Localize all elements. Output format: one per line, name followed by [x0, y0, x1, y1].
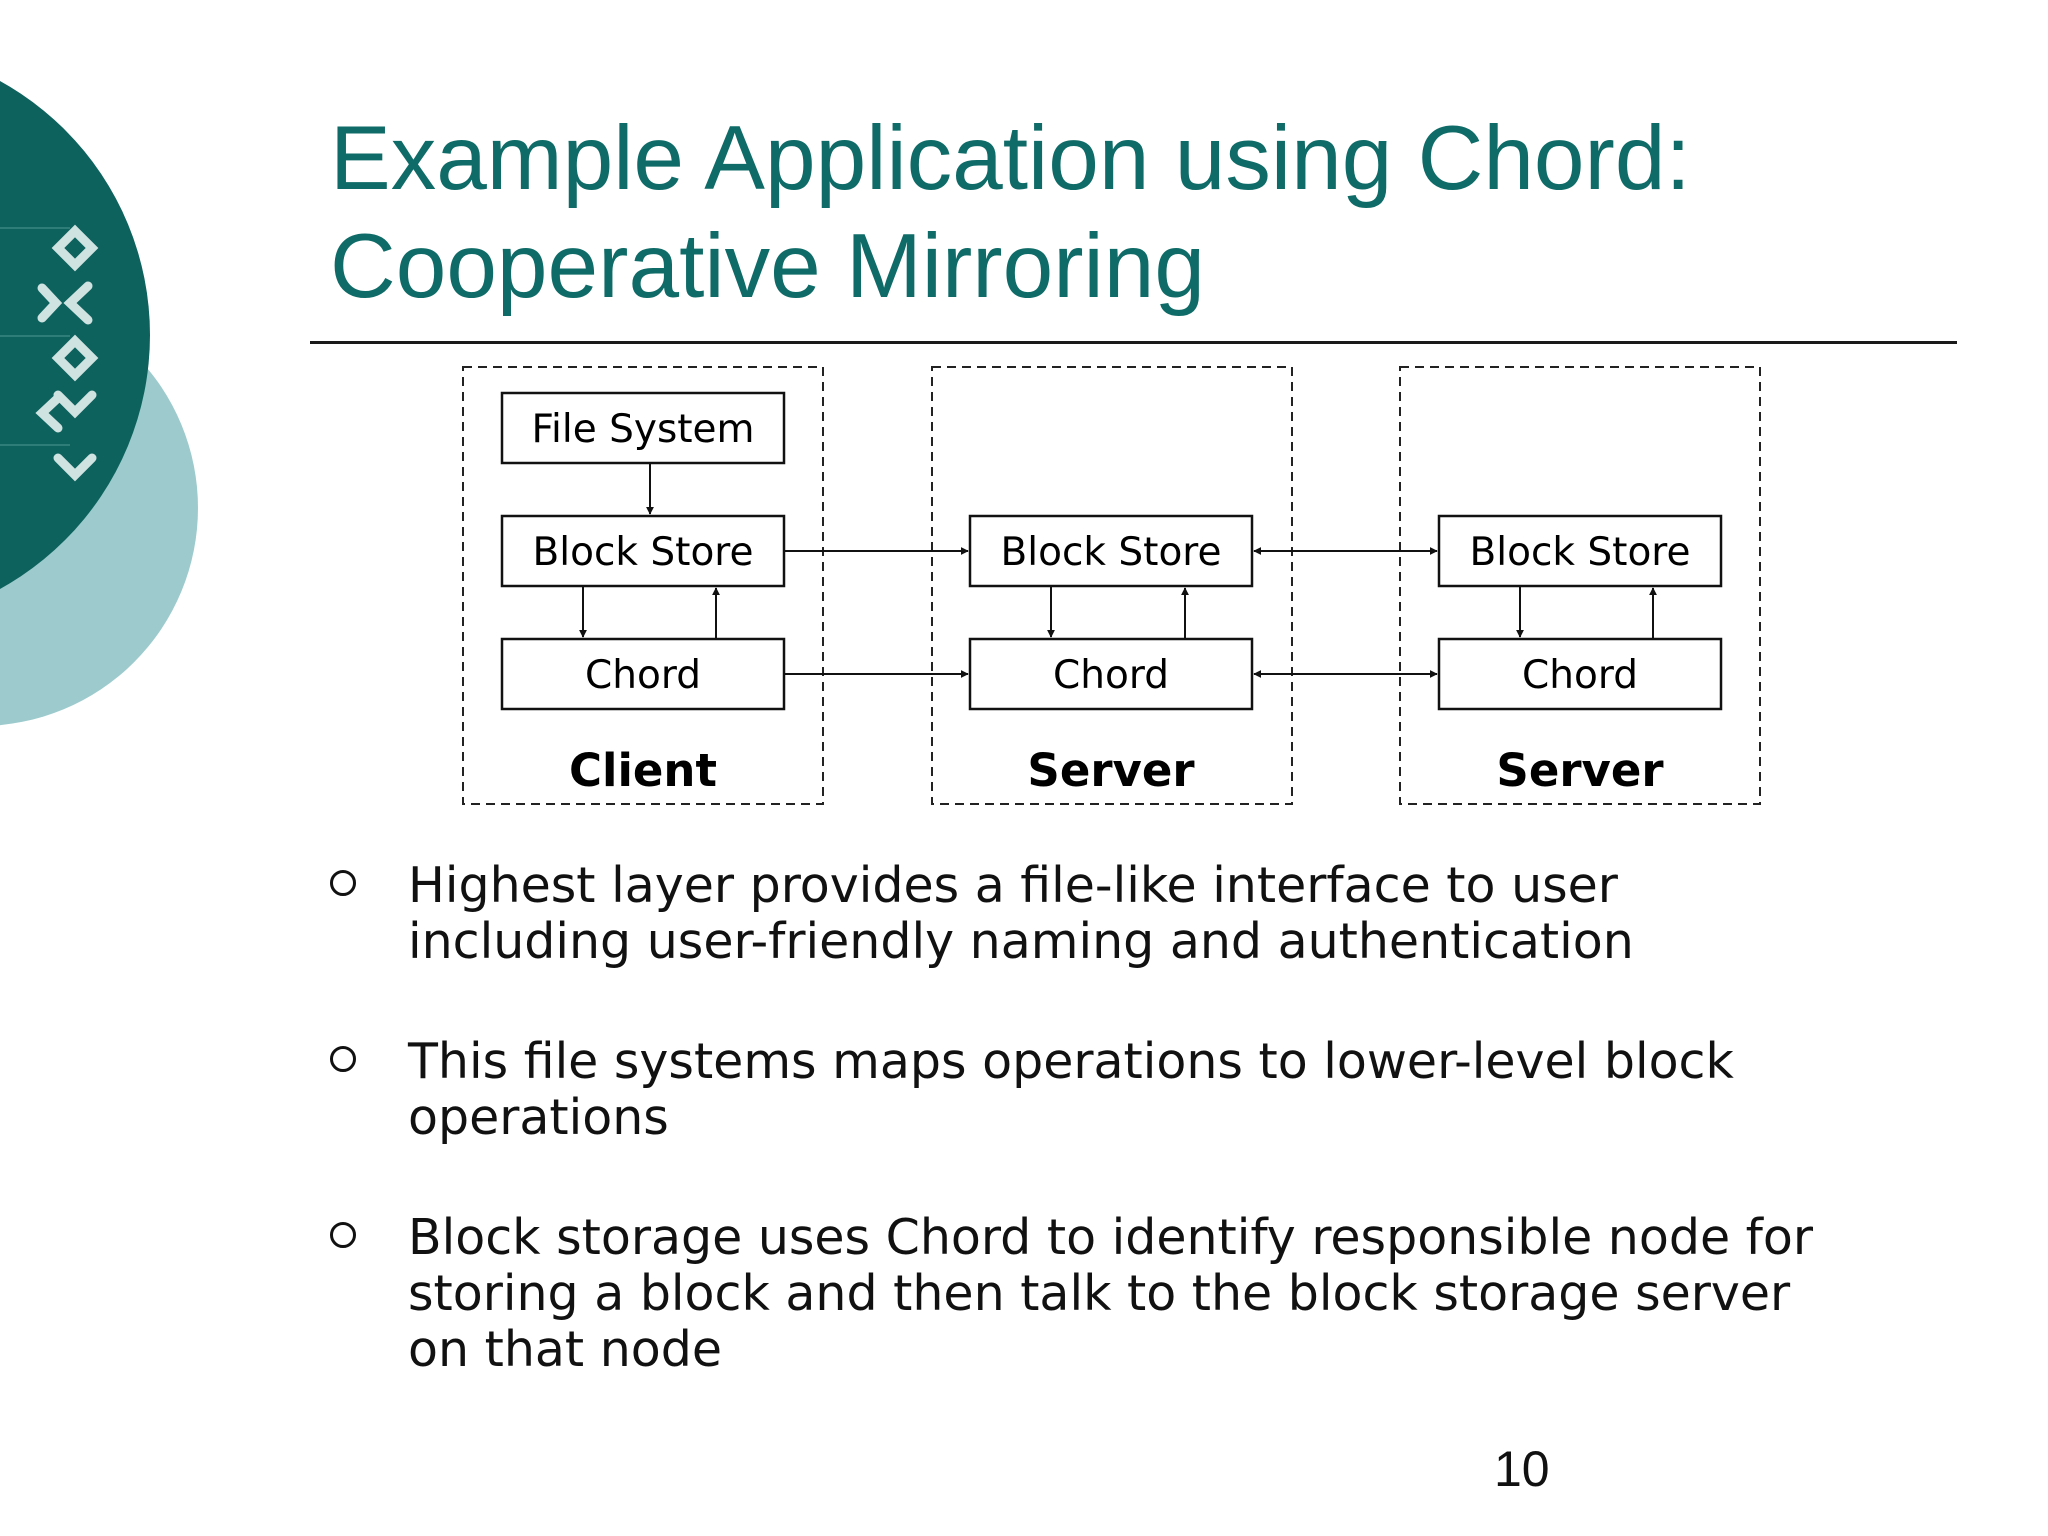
page-number: 10	[1494, 1441, 1550, 1497]
server-1-node-label: Server	[1027, 744, 1195, 797]
server-2-block-store-label: Block Store	[1470, 530, 1691, 575]
bullet-list: Highest layer provides a file-like inter…	[330, 858, 1990, 1442]
client-container	[462, 366, 824, 805]
server-2-chord-box	[1437, 637, 1723, 711]
bullet-text-line: including user-friendly naming and authe…	[408, 913, 1634, 970]
architecture-diagram: File System Block Store Chord Client Blo…	[462, 366, 1761, 805]
title-divider	[310, 341, 1957, 344]
server-1-block-store-box	[968, 514, 1254, 588]
diamond-pattern-icon	[35, 224, 99, 482]
server-2-block-store-box	[1437, 514, 1723, 588]
bullet-item: Highest layer provides a file-like inter…	[330, 858, 1990, 970]
client-chord-label: Chord	[585, 653, 701, 698]
client-node-label: Client	[569, 744, 717, 797]
circle-bullet-icon	[330, 870, 356, 896]
title-line-1: Example Application using Chord:	[330, 108, 1691, 209]
bullet-item: This file systems maps operations to low…	[330, 1034, 1990, 1146]
bullet-text-line: on that node	[408, 1321, 722, 1378]
circle-bullet-icon	[330, 1046, 356, 1072]
server-1-chord-label: Chord	[1053, 653, 1169, 698]
bullet-text-line: Highest layer provides a file-like inter…	[408, 857, 1618, 914]
client-block-store-label: Block Store	[533, 530, 754, 575]
deco-lines	[0, 227, 70, 446]
server-2-container	[1399, 366, 1761, 805]
bullet-text-line: This file systems maps operations to low…	[408, 1033, 1734, 1090]
file-system-box	[500, 391, 786, 465]
file-system-label: File System	[531, 407, 754, 452]
bullet-text-line: operations	[408, 1089, 669, 1146]
server-2-node-label: Server	[1496, 744, 1664, 797]
server-1-block-store-label: Block Store	[1001, 530, 1222, 575]
decorative-circles	[0, 81, 198, 726]
title-line-2: Cooperative Mirroring	[330, 216, 1205, 317]
bullet-text-line: Block storage uses Chord to identify res…	[408, 1209, 1814, 1266]
server-1-container	[931, 366, 1293, 805]
server-2-chord-label: Chord	[1522, 653, 1638, 698]
slide-title: Example Application using Chord: Coopera…	[330, 105, 1980, 321]
bullet-text-line: storing a block and then talk to the blo…	[408, 1265, 1791, 1322]
circle-bullet-icon	[330, 1222, 356, 1248]
bullet-item: Block storage uses Chord to identify res…	[330, 1210, 1990, 1378]
server-1-chord-box	[968, 637, 1254, 711]
